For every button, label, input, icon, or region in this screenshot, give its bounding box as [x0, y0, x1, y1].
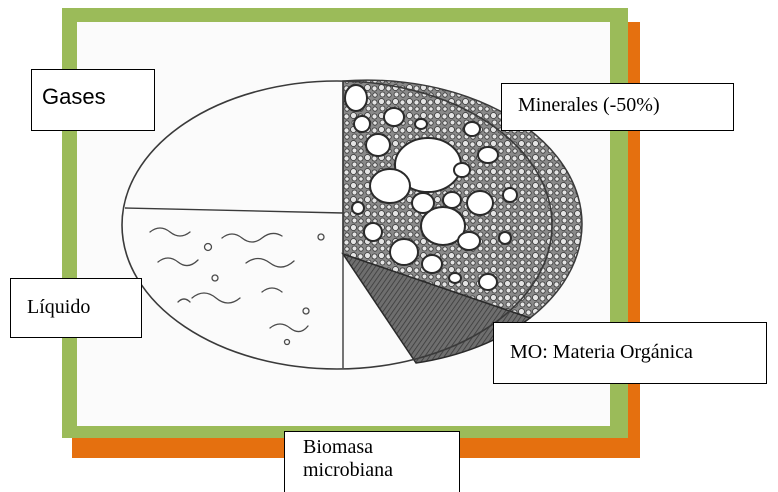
- label-biomasa-microbiana: Biomasa microbiana: [284, 431, 460, 492]
- label-biomasa-line2: microbiana: [303, 459, 459, 482]
- liquid-waves: [150, 228, 324, 345]
- label-minerales: Minerales (-50%): [501, 83, 734, 131]
- horizontal-divider: [125, 208, 343, 213]
- label-materia-organica: MO: Materia Orgánica: [493, 322, 767, 384]
- label-biomasa-line1: Biomasa: [303, 436, 459, 459]
- label-gases: Gases: [31, 69, 155, 131]
- label-liquido: Líquido: [10, 278, 142, 338]
